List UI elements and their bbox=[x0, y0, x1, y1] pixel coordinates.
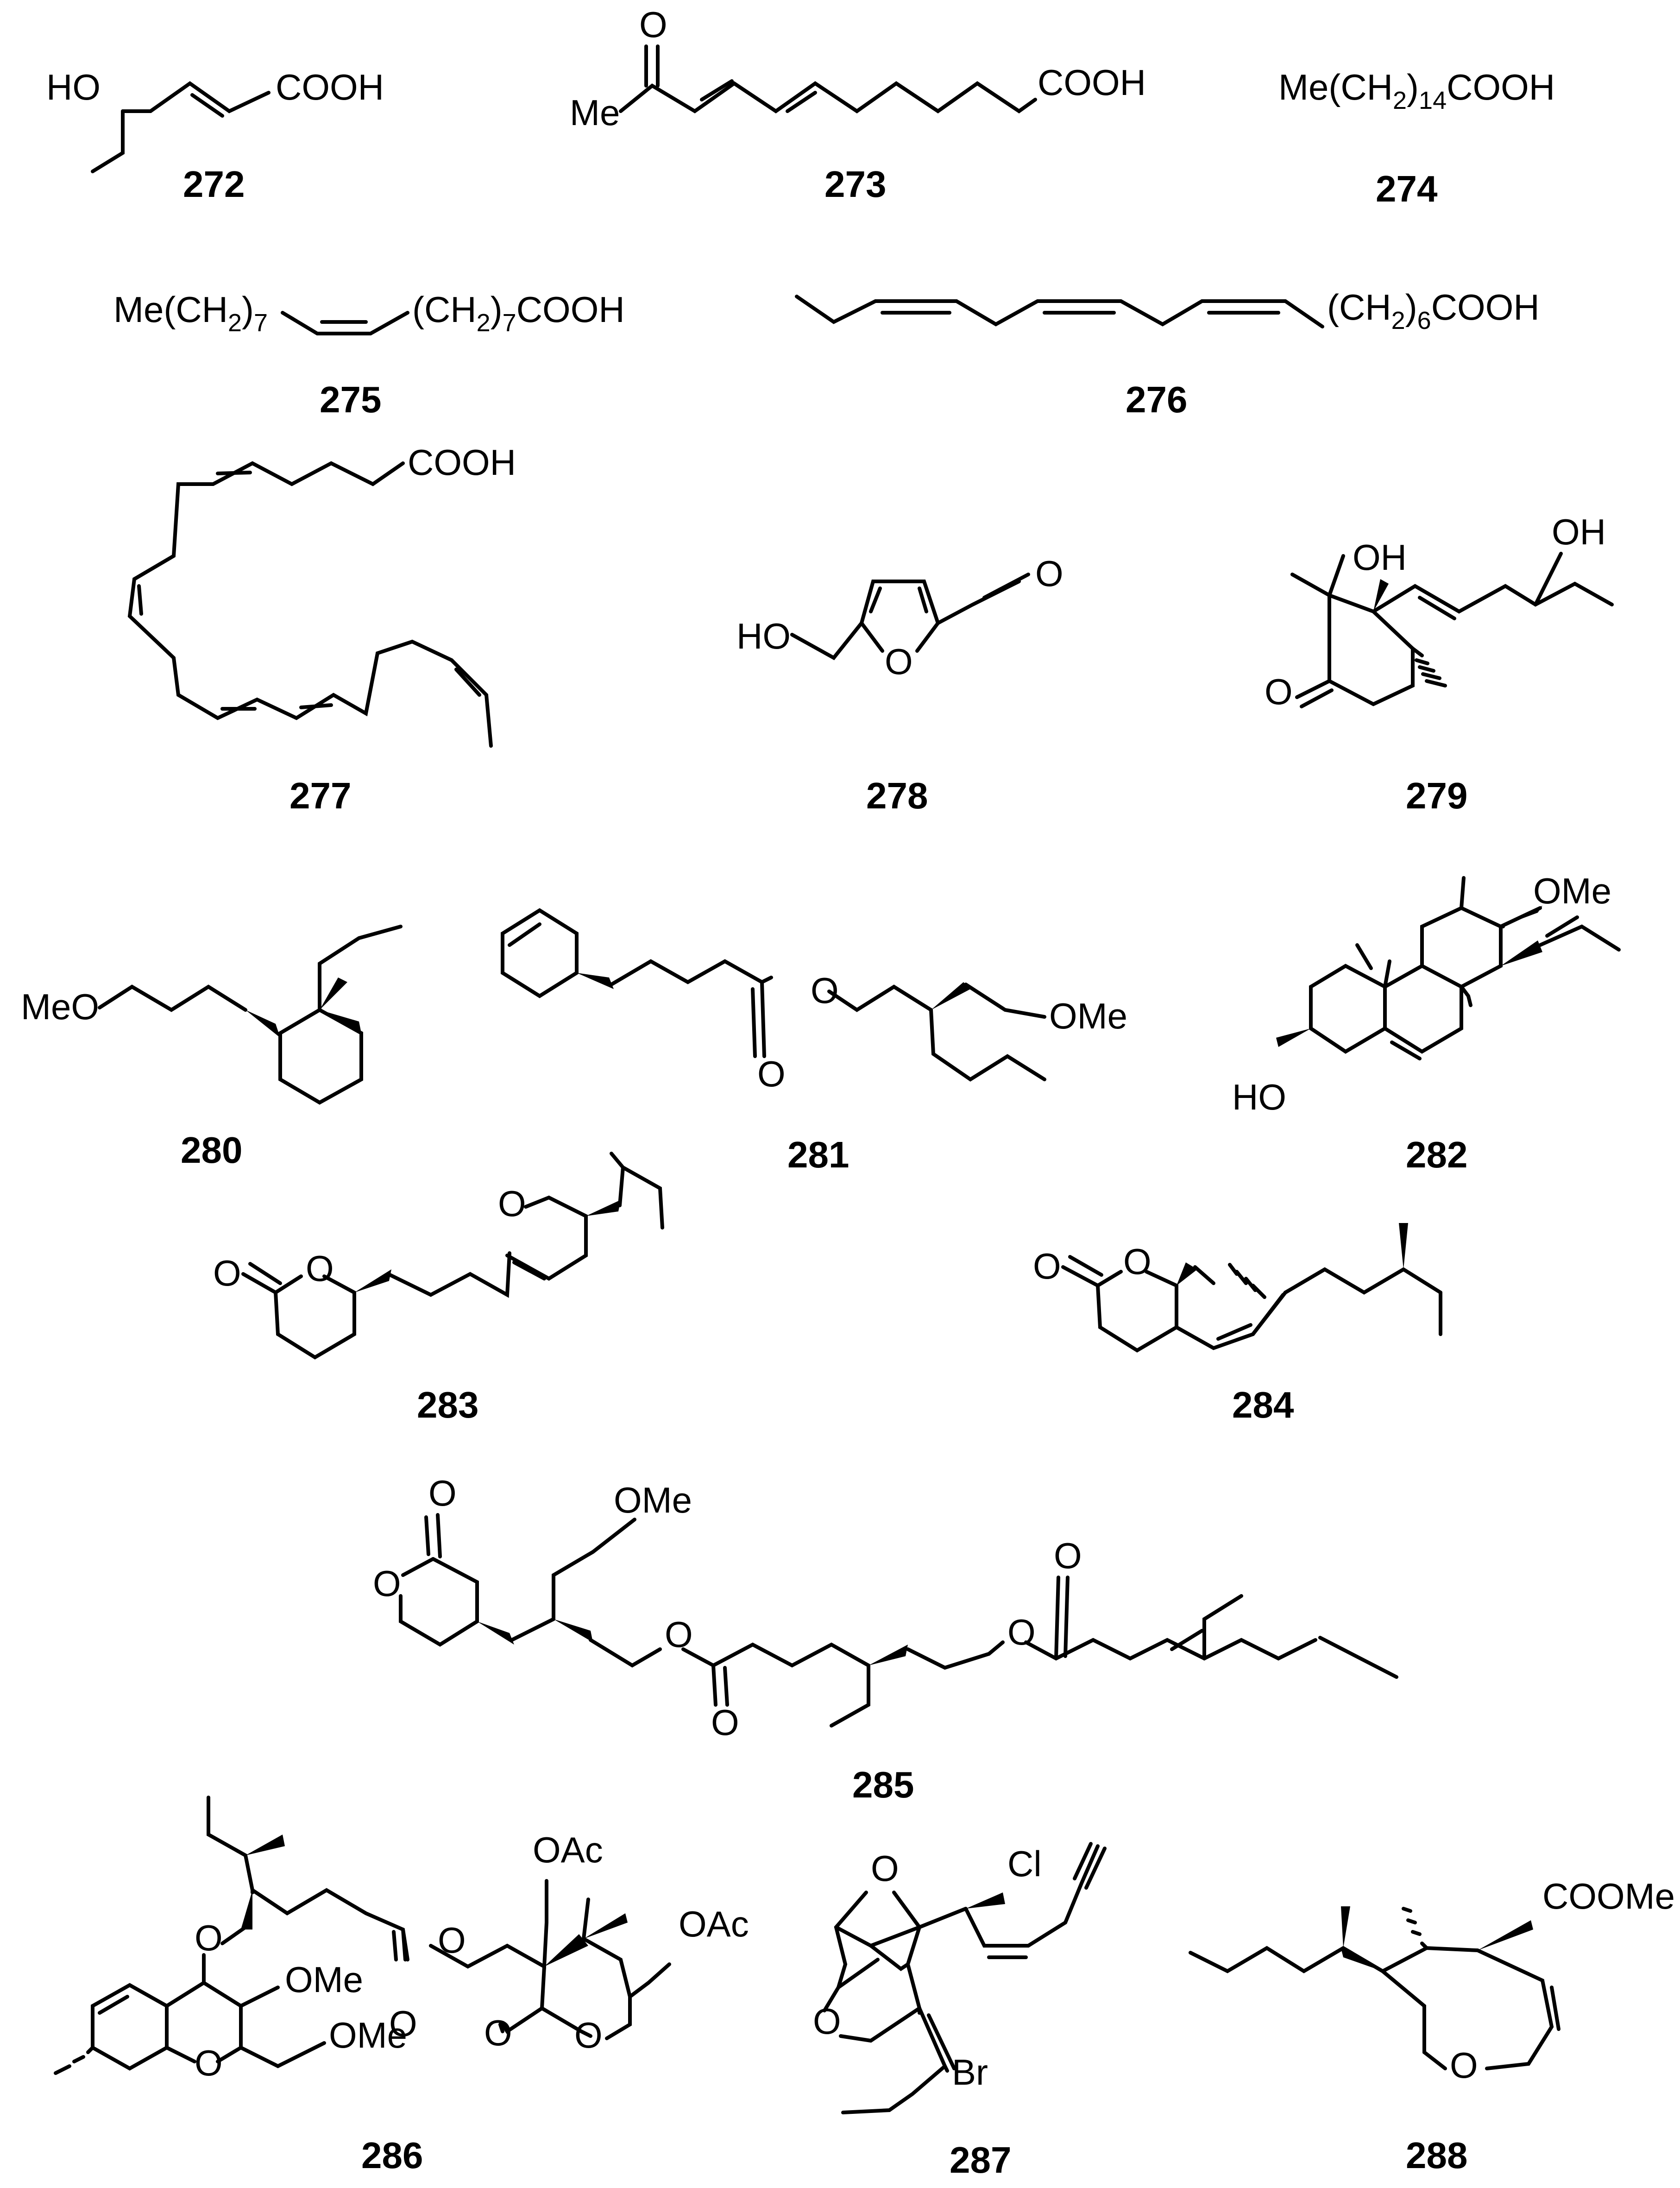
furan-oxygen-label: O bbox=[885, 641, 913, 682]
carbonyl-oxygen-label: O bbox=[213, 1253, 241, 1293]
compound-number: 276 bbox=[1126, 379, 1187, 420]
compound-286: O OMe OMe O O O OAc OAc O O 286 bbox=[54, 1796, 749, 2176]
compound-272: HO COOH 272 bbox=[46, 67, 384, 205]
methoxy-label: OMe bbox=[1533, 870, 1611, 911]
ester-oxygen-label: O bbox=[811, 970, 839, 1011]
compound-number: 272 bbox=[183, 164, 245, 205]
compound-number: 282 bbox=[1406, 1134, 1467, 1175]
oxocane-oxygen-label: O bbox=[1450, 2045, 1478, 2086]
methoxy-label: MeO bbox=[21, 986, 99, 1027]
ester-1-carbonyl-oxygen-label: O bbox=[711, 1702, 739, 1743]
compound-277: COOH 277 bbox=[127, 442, 516, 816]
methyl-label: Me bbox=[570, 92, 620, 133]
lactone-ring-oxygen-label: O bbox=[373, 1563, 401, 1604]
compound-280: MeO 280 bbox=[21, 925, 403, 1171]
lactone-carbonyl-oxygen-label: O bbox=[428, 1473, 457, 1513]
compound-number: 274 bbox=[1376, 168, 1438, 209]
ketone-oxygen-label: O bbox=[639, 4, 667, 45]
compound-number: 273 bbox=[824, 164, 886, 205]
right-chain-label: (CH2)6COOH bbox=[1327, 287, 1540, 334]
carboxyl-label: COOH bbox=[276, 67, 384, 107]
compound-276: (CH2)6COOH 276 bbox=[795, 287, 1540, 420]
lactone-oxygen-label: O bbox=[306, 1248, 334, 1289]
dihydropyran-oxygen-label: O bbox=[498, 1183, 526, 1224]
compound-275: Me(CH2)7 (CH2)7COOH 275 bbox=[113, 289, 625, 420]
methoxy-2-label: OMe bbox=[329, 2015, 407, 2056]
compound-number: 283 bbox=[417, 1384, 478, 1425]
ether-oxygen-label: O bbox=[195, 1917, 223, 1958]
ester-1-oxygen-label: O bbox=[665, 1614, 693, 1655]
carboxyl-label: COOH bbox=[1038, 62, 1146, 103]
hydroxyl-label: HO bbox=[1232, 1077, 1286, 1117]
compound-278: HO O O 278 bbox=[736, 553, 1063, 816]
compound-number: 287 bbox=[950, 2139, 1011, 2181]
carbonyl-oxygen-label: O bbox=[1033, 1246, 1061, 1286]
compound-288: COOMe O 288 bbox=[1189, 1876, 1675, 2176]
side-chain-hydroxyl-label: OH bbox=[1552, 511, 1606, 552]
methoxy-label: OMe bbox=[1049, 996, 1127, 1036]
lactone-oxygen-label: O bbox=[1123, 1241, 1151, 1282]
compound-number: 284 bbox=[1232, 1384, 1294, 1425]
methoxy-label: OMe bbox=[614, 1480, 692, 1520]
bridge-oxygen-label: O bbox=[871, 1848, 899, 1889]
compound-282: OMe HO 282 bbox=[1232, 870, 1621, 1175]
acetoxy-2-label: OAc bbox=[679, 1904, 749, 1944]
chlorine-label: Cl bbox=[1007, 1843, 1042, 1884]
compound-279: OH OH O 279 bbox=[1265, 511, 1614, 816]
bromine-label: Br bbox=[952, 2052, 988, 2093]
compound-number: 280 bbox=[181, 1129, 242, 1171]
compound-287: O Cl O Br 287 bbox=[813, 1842, 1107, 2181]
compound-number: 281 bbox=[787, 1134, 849, 1175]
methyl-ester-label: COOMe bbox=[1542, 1876, 1675, 1917]
carbonyl-oxygen-label: O bbox=[389, 2003, 417, 2044]
ester-oxygen-label: O bbox=[438, 1920, 466, 1961]
compound-number: 277 bbox=[289, 775, 351, 816]
compound-number: 278 bbox=[866, 775, 928, 816]
hydroxyl-label: HO bbox=[46, 67, 101, 107]
carbonyl-oxygen-label: O bbox=[757, 1053, 786, 1094]
compound-273: O Me COOH 273 bbox=[570, 4, 1146, 205]
compound-285: OMe O O O O O O 285 bbox=[373, 1473, 1398, 1805]
carboxyl-label: COOH bbox=[408, 442, 516, 483]
methoxy-1-label: OMe bbox=[285, 1959, 363, 2000]
compound-number: 285 bbox=[852, 1764, 914, 1805]
ester-2-carbonyl-oxygen-label: O bbox=[1054, 1535, 1082, 1576]
acetoxy-1-label: OAc bbox=[533, 1829, 603, 1870]
compound-number: 286 bbox=[361, 2135, 423, 2176]
compound-number: 279 bbox=[1406, 775, 1467, 816]
left-chain-label: Me(CH2)7 bbox=[113, 289, 268, 337]
aldehyde-oxygen-label: O bbox=[1035, 553, 1063, 594]
formula-label: Me(CH2)14COOH bbox=[1278, 67, 1555, 114]
compound-274: Me(CH2)14COOH 274 bbox=[1278, 67, 1555, 209]
compound-number: 288 bbox=[1406, 2135, 1467, 2176]
compound-281: O O OMe 281 bbox=[501, 908, 1127, 1175]
compound-number: 275 bbox=[320, 379, 381, 420]
right-chain-label: (CH2)7COOH bbox=[412, 289, 625, 337]
compound-284: O O 284 bbox=[1033, 1223, 1442, 1425]
hydroxyl-label: HO bbox=[736, 616, 791, 656]
ring-hydroxyl-label: OH bbox=[1353, 537, 1407, 578]
ketone-oxygen-label: O bbox=[1265, 671, 1293, 712]
compound-283: O O O 283 bbox=[213, 1152, 664, 1425]
